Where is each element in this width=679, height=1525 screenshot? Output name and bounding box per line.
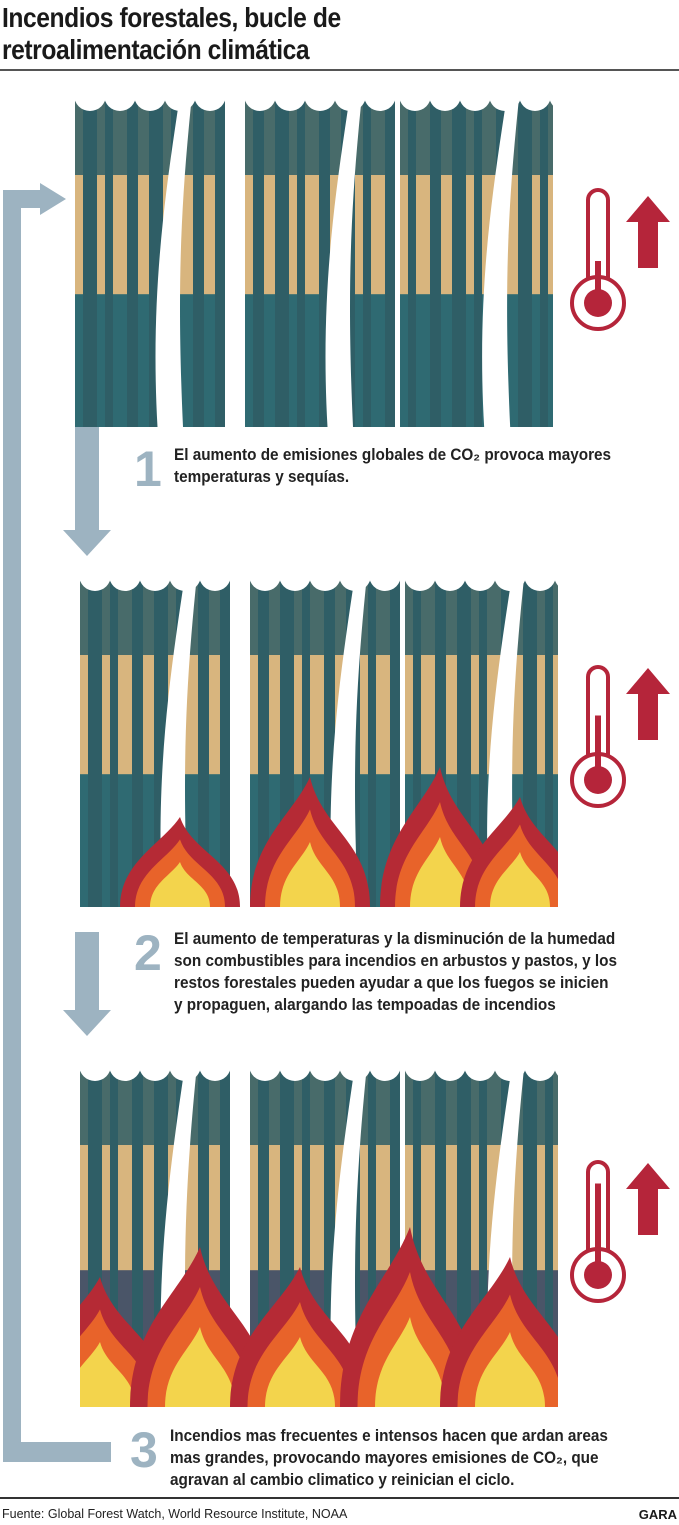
step-text-line: Incendios mas frecuentes e intensos hace… [170, 1426, 608, 1445]
thermometer-icon [570, 188, 626, 331]
step-text-line: mas grandes, provocando mayores emisione… [170, 1448, 599, 1467]
step-text-line: y propaguen, alargando las tempoadas de … [174, 995, 556, 1014]
title-line-1: Incendios forestales, bucle de [2, 2, 341, 33]
step-text-line: agravan al cambio climatico y reinician … [170, 1470, 515, 1489]
title-line-2: retroalimentación climática [2, 34, 310, 65]
step-number: 3 [130, 1422, 158, 1478]
brand-logo: GARA [638, 1507, 677, 1522]
rising-arrow-icon [626, 196, 670, 268]
forest-panel-stage-2 [80, 575, 558, 907]
forest-panel-stage-1 [75, 95, 553, 427]
step-text: Incendios mas frecuentes e intensos hace… [170, 1425, 608, 1491]
loop-arrow-bottom [3, 1442, 111, 1462]
loop-arrow-top [3, 190, 48, 208]
step-1: 1 El aumento de emisiones globales de CO… [134, 444, 660, 494]
step-text-line: temperaturas y sequías. [174, 467, 350, 486]
title-divider [0, 69, 679, 71]
rising-arrow-icon [626, 1163, 670, 1235]
step-number: 1 [134, 441, 162, 497]
source-credit: Fuente: Global Forest Watch, World Resou… [2, 1507, 348, 1521]
forest-panel-stage-3 [80, 1065, 558, 1407]
step-number: 2 [134, 925, 162, 981]
footer-divider [0, 1497, 679, 1499]
step-2: 2 El aumento de temperaturas y la dismin… [134, 928, 666, 1016]
step-text: El aumento de temperaturas y la disminuc… [174, 928, 617, 1016]
step-3: 3 Incendios mas frecuentes e intensos ha… [130, 1425, 657, 1491]
step-text-line: restos forestales pueden ayudar a que lo… [174, 973, 609, 992]
step-text-line: son combustibles para incendios en arbus… [174, 951, 617, 970]
page-title: Incendios forestales, bucle de retroalim… [2, 2, 341, 66]
down-arrow-icon [63, 932, 111, 1036]
step-text-line: El aumento de temperaturas y la disminuc… [174, 929, 616, 948]
thermometer-icon [570, 1160, 626, 1303]
thermometer-icon [570, 665, 626, 808]
loop-arrow-vertical [3, 190, 21, 1462]
loop-arrowhead-icon [40, 183, 66, 215]
rising-arrow-icon [626, 668, 670, 740]
step-text-line: El aumento de emisiones globales de CO₂ … [174, 445, 612, 464]
step-text: El aumento de emisiones globales de CO₂ … [174, 444, 611, 488]
